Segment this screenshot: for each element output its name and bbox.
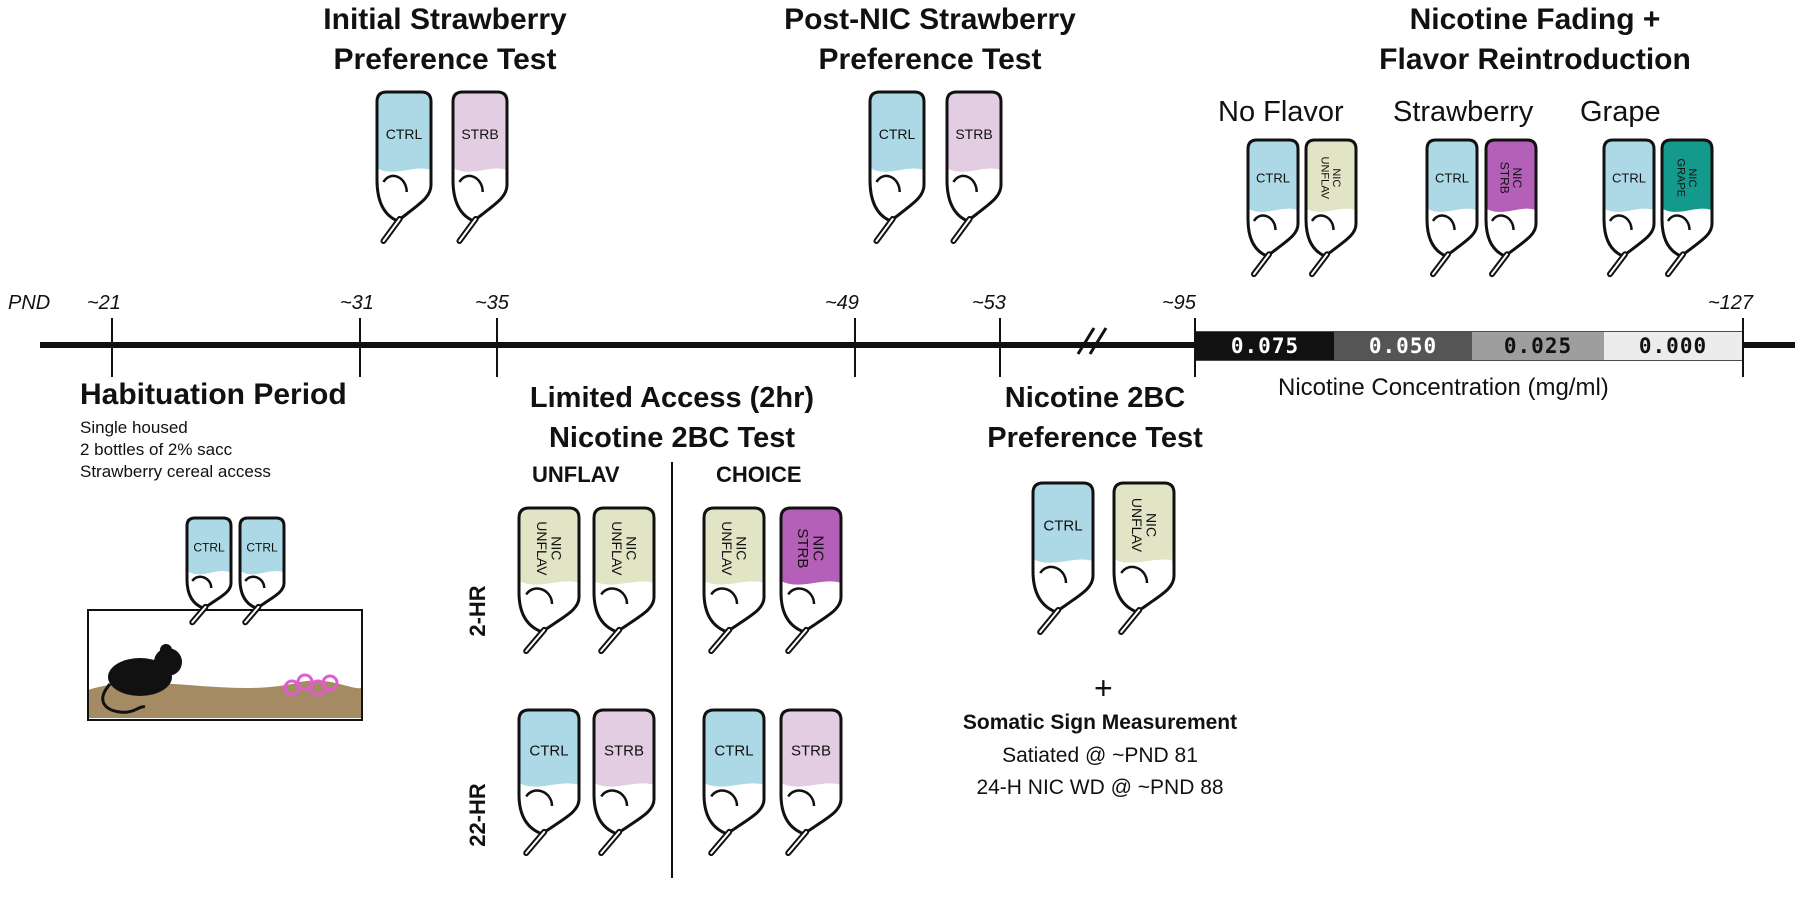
- timeline-axis-label: PND: [8, 292, 51, 314]
- post-nic-pref-title-line2: Preference Test: [818, 43, 1042, 76]
- somatic-satiated: Satiated @ ~PND 81: [1002, 744, 1198, 767]
- bottle-22hr-ctrl-2-label: CTRL: [714, 743, 753, 760]
- concentration-label: Nicotine Concentration (mg/ml): [1278, 374, 1609, 401]
- bottle-fade-strb-nic-label: STRB: [1498, 162, 1512, 194]
- bottle-hab-ctrl-1: CTRL: [185, 516, 233, 626]
- fading-group-grape: Grape: [1580, 96, 1661, 128]
- bottle-22hr-ctrl-1-label: CTRL: [529, 743, 568, 760]
- bottle-2hr-unflav-1-label: NIC: [548, 536, 564, 560]
- bottle-post-strb-label: STRB: [955, 126, 992, 142]
- bottle-2bc-ctrl-label: CTRL: [1043, 517, 1082, 534]
- bottle-fade-grape-nic-label: GRAPE: [1674, 159, 1686, 198]
- bottle-2hr-choice-unflav-label: UNFLAV: [719, 521, 735, 576]
- bottle-2hr-choice-strb-label: NIC: [810, 535, 827, 561]
- somatic-withdrawal: 24-H NIC WD @ ~PND 88: [976, 776, 1224, 799]
- cereal-icon: [283, 673, 339, 697]
- habituation-detail-2: 2 bottles of 2% sacc: [80, 440, 233, 459]
- conc-step-0075: 0.075: [1196, 332, 1334, 360]
- bottle-22hr-ctrl-1: CTRL: [517, 708, 581, 857]
- bottle-fade-unflav-nic-label: NIC: [1330, 168, 1342, 187]
- bottle-post-ctrl-label: CTRL: [879, 126, 916, 142]
- cage-outline: [87, 609, 363, 721]
- mouse-cage: [87, 609, 363, 721]
- col-label-unflav: UNFLAV: [532, 462, 620, 487]
- plus-sign: +: [1094, 670, 1113, 706]
- bottle-initial-ctrl: CTRL: [375, 90, 433, 244]
- tick-label-31: ~31: [340, 292, 374, 314]
- bottle-2hr-choice-strb-label: STRB: [794, 528, 811, 568]
- fading-title-line1: Nicotine Fading +: [1409, 3, 1661, 36]
- bottle-22hr-ctrl-2: CTRL: [702, 708, 766, 857]
- timeline-ticks: [111, 318, 1744, 377]
- tick-label-95: ~95: [1162, 292, 1196, 314]
- bottle-22hr-strb-2: STRB: [779, 708, 843, 857]
- bottle-2bc-unflav-nic-label: NIC: [1143, 513, 1159, 537]
- bottle-fade-strb-ctrl: CTRL: [1425, 138, 1479, 278]
- col-label-choice: CHOICE: [716, 462, 802, 487]
- row-label-2hr: 2-HR: [465, 585, 490, 637]
- somatic-title: Somatic Sign Measurement: [962, 711, 1238, 734]
- bottle-hab-ctrl-2-label: CTRL: [246, 541, 278, 555]
- bottle-hab-ctrl-1-label: CTRL: [193, 541, 225, 555]
- habituation-detail-1: Single housed: [80, 418, 188, 437]
- bottle-2hr-choice-unflav-label: NIC: [733, 536, 749, 560]
- limited-access-title-line1: Limited Access (2hr): [529, 382, 815, 414]
- bottle-initial-strb-label: STRB: [461, 126, 498, 142]
- nic-2bc-title-line1: Nicotine 2BC: [1004, 382, 1186, 414]
- bottle-2hr-unflav-1-label: UNFLAV: [534, 521, 550, 576]
- bottle-fade-noflavor-ctrl: CTRL: [1246, 138, 1300, 278]
- tick-label-49: ~49: [825, 292, 859, 314]
- mouse-icon: [101, 644, 182, 714]
- bottle-2bc-ctrl: CTRL: [1031, 481, 1095, 635]
- bottle-fade-unflav-nic-label: UNFLAV: [1318, 157, 1330, 200]
- bottle-initial-strb: STRB: [451, 90, 509, 244]
- tick-label-127: ~127: [1708, 292, 1754, 314]
- bottle-fade-grape-ctrl-label: CTRL: [1612, 170, 1646, 185]
- fading-group-no-flavor: No Flavor: [1218, 96, 1344, 128]
- bottle-2bc-unflav-nic-label: UNFLAV: [1129, 498, 1145, 553]
- conc-step-0050: 0.050: [1334, 332, 1472, 360]
- habituation-detail-3: Strawberry cereal access: [80, 462, 271, 481]
- conc-step-0000: 0.000: [1604, 332, 1742, 360]
- bottle-22hr-strb-2-label: STRB: [791, 743, 831, 760]
- bottle-fade-strb-nic-label: NIC: [1510, 167, 1524, 188]
- bottle-hab-ctrl-2: CTRL: [238, 516, 286, 626]
- bottle-22hr-strb-1: STRB: [592, 708, 656, 857]
- bottle-fade-noflavor-ctrl-label: CTRL: [1256, 170, 1290, 185]
- bottle-22hr-strb-1-label: STRB: [604, 743, 644, 760]
- tick-label-53: ~53: [972, 292, 1006, 314]
- bottle-initial-ctrl-label: CTRL: [386, 126, 423, 142]
- bottle-fade-grape-nic-label: NIC: [1686, 168, 1698, 187]
- axis-break-icon: [1076, 327, 1108, 355]
- habituation-title: Habituation Period: [80, 378, 347, 411]
- bottle-post-strb: STRB: [945, 90, 1003, 244]
- bottle-fade-grape-ctrl: CTRL: [1602, 138, 1656, 278]
- conc-step-0025: 0.025: [1472, 332, 1604, 360]
- row-label-22hr: 22-HR: [465, 783, 490, 847]
- bottle-2hr-unflav-2-label: NIC: [623, 536, 639, 560]
- post-nic-pref-title-line1: Post-NIC Strawberry: [784, 3, 1076, 36]
- bottle-2hr-unflav-2-label: UNFLAV: [609, 521, 625, 576]
- tick-label-35: ~35: [475, 292, 509, 314]
- initial-pref-title-line2: Preference Test: [333, 43, 557, 76]
- bottle-post-ctrl: CTRL: [868, 90, 926, 244]
- limited-access-title-line2: Nicotine 2BC Test: [548, 422, 795, 454]
- tick-label-21: ~21: [87, 292, 121, 314]
- bottle-fade-strb-ctrl-label: CTRL: [1435, 170, 1469, 185]
- initial-pref-title-line1: Initial Strawberry: [323, 3, 567, 36]
- fading-group-strawberry: Strawberry: [1393, 96, 1534, 128]
- fading-title-line2: Flavor Reintroduction: [1379, 43, 1691, 76]
- nic-2bc-title-line2: Preference Test: [987, 422, 1203, 454]
